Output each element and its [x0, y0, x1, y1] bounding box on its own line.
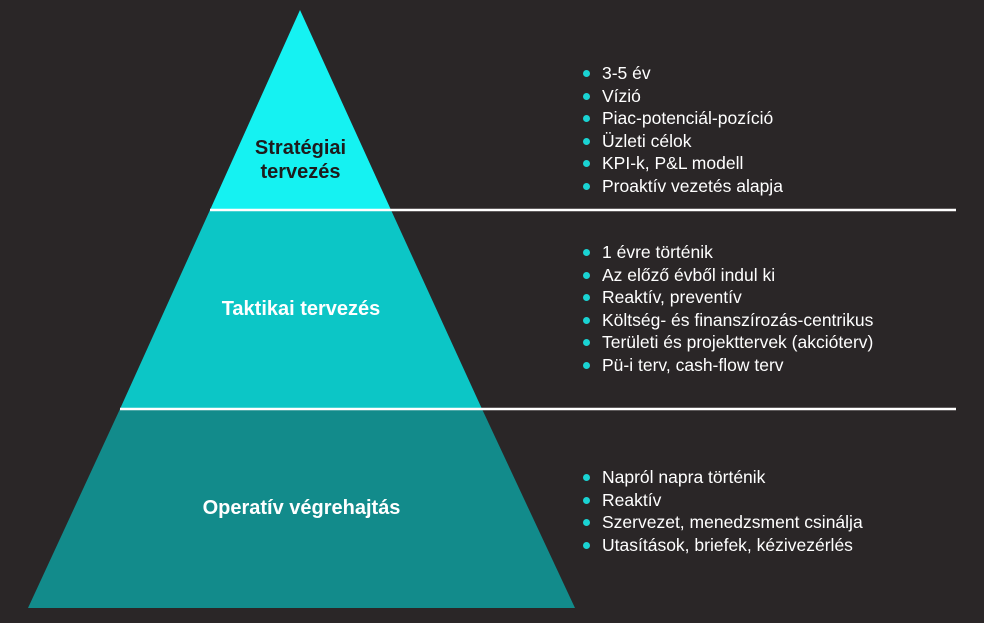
bullet-dot-icon [583, 115, 590, 123]
list-item: Szervezet, menedzsment csinálja [582, 511, 863, 534]
bullet-dot-icon [583, 474, 590, 481]
list-item-text: 3-5 év [602, 63, 651, 83]
list-item: Vízió [582, 85, 783, 108]
list-item-text: Napról napra történik [602, 467, 766, 487]
level-label-strategic: Stratégiai tervezés [210, 136, 391, 184]
list-item-text: Szervezet, menedzsment csinálja [602, 512, 863, 533]
list-item-text: Piac-potenciál-pozíció [602, 108, 774, 129]
bullet-dot-icon [583, 541, 590, 549]
bullet-dot-icon [583, 294, 590, 302]
list-item: Területi és projekttervek (akcióterv) [582, 331, 873, 354]
pyramid-middle-tier [120, 210, 482, 409]
bullet-list-strategic: 3-5 év Vízió Piac-potenciál-pozíció Üzle… [582, 62, 783, 198]
list-item: 3-5 év [582, 62, 783, 85]
list-item-text: Területi és projekttervek (akcióterv) [602, 332, 874, 353]
level-label-line: Operatív végrehajtás [202, 497, 401, 519]
list-item: Proaktív vezetés alapja [582, 175, 783, 198]
list-item: Reaktív, preventív [582, 286, 873, 309]
bullet-dot-icon [583, 182, 590, 190]
bullet-list-operative: Napról napra történik Reaktív Szervezet,… [582, 466, 863, 556]
list-item-text: Reaktív [602, 489, 662, 510]
level-label-operative: Operatív végrehajtás [28, 496, 575, 520]
bullet-dot-icon [583, 361, 590, 369]
list-item-text: Reaktív, preventív [602, 287, 742, 308]
level-label-line: Taktikai tervezés [221, 298, 381, 320]
list-item: Költség- és finanszírozás-centrikus [582, 309, 873, 332]
level-label-line: tervezés [260, 161, 341, 183]
list-item-text: Az előző évből indul ki [602, 264, 776, 285]
list-item: Pü-i terv, cash-flow terv [582, 354, 873, 377]
list-item-text: Vízió [602, 85, 641, 106]
list-item-text: Üzleti célok [602, 130, 692, 151]
list-item: Piac-potenciál-pozíció [582, 107, 783, 130]
pyramid-top-tier [210, 10, 391, 210]
bullet-dot-icon [583, 70, 590, 77]
list-item-text: Utasítások, briefek, kézivezérlés [602, 534, 853, 555]
bullet-dot-icon [583, 160, 590, 168]
list-item: Reaktív [582, 489, 863, 512]
list-item: Üzleti célok [582, 130, 783, 153]
bullet-dot-icon [583, 249, 590, 256]
list-item: Napról napra történik [582, 466, 863, 489]
level-label-line: Stratégiai [254, 137, 347, 159]
bullet-dot-icon [583, 271, 590, 279]
level-label-tactical: Taktikai tervezés [120, 297, 482, 321]
list-item: 1 évre történik [582, 241, 873, 264]
bullet-dot-icon [583, 316, 590, 324]
bullet-dot-icon [583, 92, 590, 100]
list-item-text: Költség- és finanszírozás-centrikus [602, 309, 874, 330]
bullet-dot-icon [583, 137, 590, 145]
pyramid-bottom-tier [28, 409, 575, 608]
list-item-text: 1 évre történik [602, 242, 713, 262]
list-item-text: Proaktív vezetés alapja [602, 175, 783, 196]
bullet-dot-icon [583, 496, 590, 504]
list-item: Utasítások, briefek, kézivezérlés [582, 534, 863, 557]
bullet-list-tactical: 1 évre történik Az előző évből indul ki … [582, 241, 873, 377]
list-item: KPI-k, P&L modell [582, 152, 783, 175]
list-item-text: KPI-k, P&L modell [602, 153, 744, 174]
list-item: Az előző évből indul ki [582, 264, 873, 287]
bullet-dot-icon [583, 519, 590, 527]
list-item-text: Pü-i terv, cash-flow terv [602, 354, 784, 375]
bullet-dot-icon [583, 339, 590, 347]
